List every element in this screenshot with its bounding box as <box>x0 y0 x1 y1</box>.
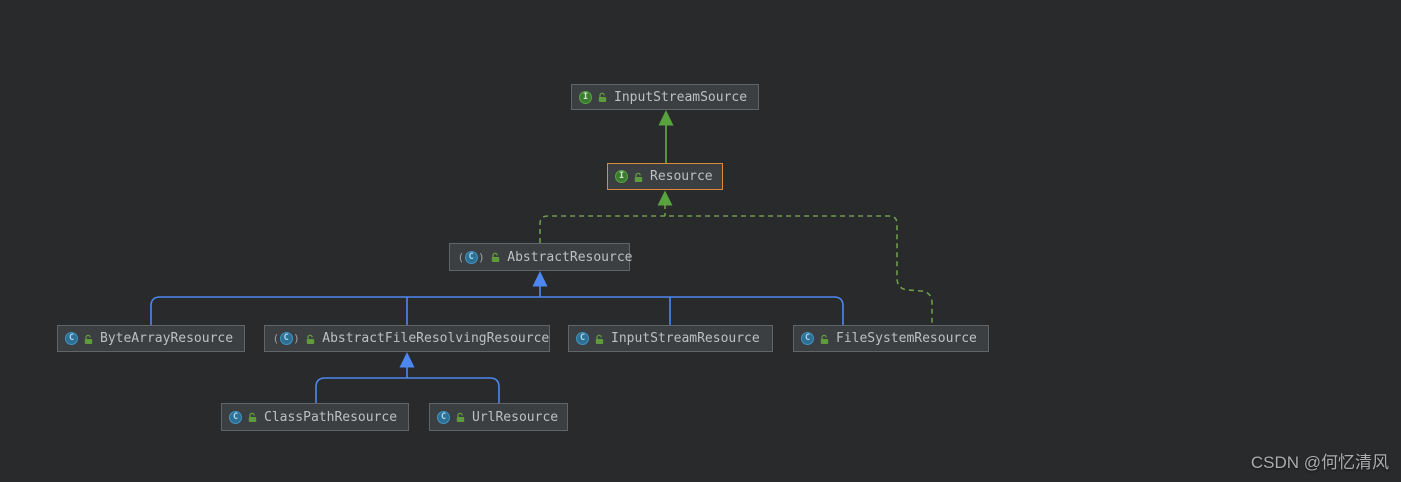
lock-icon <box>248 412 257 422</box>
class-node-inputstreamresource[interactable]: C InputStreamResource <box>568 325 773 352</box>
class-node-filesystemresource[interactable]: C FileSystemResource <box>793 325 989 352</box>
class-icon: C <box>65 332 78 345</box>
lock-icon <box>307 334 315 344</box>
class-node-label: AbstractResource <box>507 249 633 265</box>
class-node-resource[interactable]: I Resource <box>607 163 723 190</box>
interface-icon: I <box>615 170 628 183</box>
class-node-classpathresource[interactable]: C ClassPathResource <box>221 403 409 431</box>
class-node-label: FileSystemResource <box>836 331 977 346</box>
edge-extends-abstractresource <box>150 271 844 325</box>
class-node-inputstreamsource[interactable]: I InputStreamSource <box>571 84 759 110</box>
abstract-class-icon: (C) <box>457 250 485 264</box>
class-node-label: InputStreamSource <box>614 89 748 105</box>
lock-icon <box>456 412 465 422</box>
csdn-watermark: CSDN @何忆清风 <box>1250 453 1389 472</box>
class-icon: C <box>229 410 242 424</box>
edge-resource-extends-inputstreamsource <box>658 110 674 163</box>
class-node-label: UrlResource <box>472 409 559 425</box>
abstract-class-icon: (C) <box>272 332 300 345</box>
class-node-bytearrayresource[interactable]: C ByteArrayResource <box>57 325 245 352</box>
lock-icon <box>84 334 93 344</box>
edge-implements-resource <box>539 190 933 325</box>
class-node-label: InputStreamResource <box>611 331 760 346</box>
class-icon: C <box>437 410 450 424</box>
class-icon: C <box>576 332 589 345</box>
lock-icon <box>634 172 643 182</box>
class-node-label: ByteArrayResource <box>100 331 234 346</box>
class-node-label: AbstractFileResolvingResource <box>322 331 550 346</box>
edge-extends-abstractfileresolvingresource <box>315 352 500 403</box>
interface-icon: I <box>579 90 592 104</box>
lock-icon <box>598 92 607 102</box>
class-icon: C <box>801 332 814 345</box>
lock-icon <box>820 334 829 344</box>
class-node-label: Resource <box>650 169 713 184</box>
lock-icon <box>492 252 500 262</box>
lock-icon <box>595 334 604 344</box>
class-node-abstractfileresolvingresource[interactable]: (C) AbstractFileResolvingResource <box>264 325 550 352</box>
class-node-urlresource[interactable]: C UrlResource <box>429 403 568 431</box>
class-node-label: ClassPathResource <box>264 409 398 425</box>
class-node-abstractresource[interactable]: (C) AbstractResource <box>449 243 633 271</box>
